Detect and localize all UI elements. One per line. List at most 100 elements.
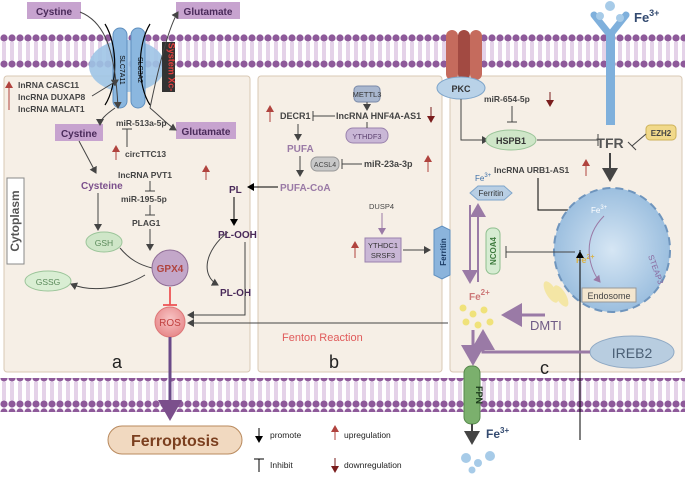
lnc-list-item: lncRNA DUXAP8 <box>18 92 85 102</box>
lnc-hnf-label: lncRNA HNF4A-AS1 <box>336 111 421 121</box>
fe2-dot <box>469 310 477 318</box>
glutamate-out-label: Glutamate <box>184 7 233 18</box>
ferroptosis-label: Ferroptosis <box>131 433 219 450</box>
dusp4-label: DUSP4 <box>369 202 394 211</box>
system-xc-bar <box>162 42 175 92</box>
panel-b-letter: b <box>329 352 339 372</box>
fpn-label: FPN <box>474 386 484 404</box>
plooh-to-ros-arrow <box>187 242 246 319</box>
cysteine-label: Cysteine <box>81 181 123 192</box>
ros-label: ROS <box>159 318 181 329</box>
fenton-label: Fenton Reaction <box>282 332 363 344</box>
cystine-in-label: Cystine <box>61 129 98 140</box>
pkc-to-hspb1-arrow <box>460 99 489 144</box>
legend-promote: promote <box>270 430 301 440</box>
panel-a-letter: a <box>112 352 123 372</box>
fe3-dot <box>616 14 624 22</box>
system-xc-label: System Xc- <box>167 43 177 92</box>
pl-label: PL <box>229 185 242 196</box>
ferritin-label: Ferritin <box>479 189 504 198</box>
gpx4-node <box>151 249 189 287</box>
ferroptosis-box <box>107 425 243 455</box>
decr1-label: DECR1 <box>280 111 311 121</box>
endosome-shape <box>553 187 671 313</box>
fe2-dot <box>480 306 488 314</box>
plooh-to-ploh-arrow <box>206 231 229 286</box>
slc3a2-label: SLC3A2 <box>136 57 143 83</box>
ferritin-vertical-shape <box>433 225 451 280</box>
endosome-fe2-label: Fe2+ <box>576 254 595 265</box>
ezh2-label: EZH2 <box>651 129 672 138</box>
mettl3-label: METTL3 <box>353 90 382 99</box>
fe3-dot <box>474 459 482 467</box>
endosome-box <box>581 287 637 303</box>
ncoa4-shape <box>485 227 501 275</box>
lnc-list-item: lnRNA CASC11 <box>18 80 79 90</box>
fe2-dot <box>462 318 470 326</box>
gsh-gpx4-curve <box>119 247 153 269</box>
mir654-label: miR-654-5p <box>484 94 530 104</box>
ferritin-shape <box>469 185 513 201</box>
srsf3-label: SRSF3 <box>371 251 395 260</box>
circ-label: circTTC13 <box>125 149 166 159</box>
endosome-label: Endosome <box>587 291 630 301</box>
fe2-label: Fe2+ <box>469 288 490 303</box>
fe3-dot <box>596 12 604 20</box>
pl-oh-label: PL-OH <box>220 288 251 299</box>
ythdc1-label: YTHDC1 <box>368 241 398 250</box>
dmt1-channel-part <box>543 281 559 303</box>
tfr-label: TFR <box>596 135 623 151</box>
ezh2-box <box>645 124 677 141</box>
panel-c-letter: c <box>540 358 549 378</box>
pl-ooh-label: PL-OOH <box>218 230 257 241</box>
legend-inhibit: Inhibit <box>270 460 293 470</box>
gpx4-to-gssg-arrow <box>70 274 146 291</box>
ncoa4-label: NCOA4 <box>489 236 498 265</box>
system-xc-transporter <box>89 23 175 109</box>
ythdf3-label: YTHDF3 <box>352 132 381 141</box>
slc-to-cystine-arrow <box>96 107 116 126</box>
gsh-node <box>85 231 123 253</box>
pufa-coa-label: PUFA-CoA <box>280 183 331 194</box>
cystine-out-box <box>27 2 81 19</box>
lnc-list-item: lncRNA MALAT1 <box>18 104 85 114</box>
hspb1-node <box>485 129 537 151</box>
lnc-to-slc-arrow <box>91 79 119 97</box>
lnc-pvt1-label: lncRNA PVT1 <box>118 170 172 180</box>
acsl4-shape <box>310 156 340 172</box>
cystine-to-cysteine-arrow <box>78 140 97 174</box>
fe2-dot <box>474 321 482 329</box>
glutamate-out-box <box>176 2 240 19</box>
glutamate-in-label: Glutamate <box>182 127 231 138</box>
ezh2-inhibit <box>631 133 647 147</box>
glutamate-export-arrow <box>149 11 179 109</box>
membrane-bottom <box>0 378 685 412</box>
hspb1-label: HSPB1 <box>496 136 526 146</box>
fe3-dot <box>605 1 615 11</box>
cystine-import-arrow <box>79 11 122 109</box>
fe2-dot <box>459 304 467 312</box>
fe3-dot <box>485 451 495 461</box>
lnc-urb1-label: lncRNA URB1-AS1 <box>494 165 570 175</box>
fe3-dot <box>468 466 476 474</box>
fe3-dot <box>461 453 471 463</box>
fe3-bottom-label: Fe3+ <box>486 426 509 441</box>
legend-upregulation: upregulation <box>344 430 391 440</box>
mir23-label: miR-23a-3p <box>364 159 413 169</box>
acsl4-label: ACSL4 <box>314 162 336 169</box>
fe3-top-label: Fe3+ <box>634 8 659 25</box>
gsh-label: GSH <box>95 238 113 248</box>
ferritin-fe3-label: Fe3+ <box>475 173 492 183</box>
mir513-label: miR-513a-5p <box>116 118 167 128</box>
cytoplasm-box <box>6 177 25 265</box>
inhibit-bar <box>627 141 637 151</box>
mir195-label: miR-195-5p <box>121 194 167 204</box>
fe2-dot <box>486 318 494 326</box>
dmti-label: DMTI <box>530 318 562 333</box>
legend-downregulation: downregulation <box>344 460 402 470</box>
pufa-label: PUFA <box>287 144 314 155</box>
glutamate-in-arrow <box>149 107 177 131</box>
ireb2-label: IREB2 <box>612 345 653 361</box>
cystine-out-label: Cystine <box>36 7 73 18</box>
